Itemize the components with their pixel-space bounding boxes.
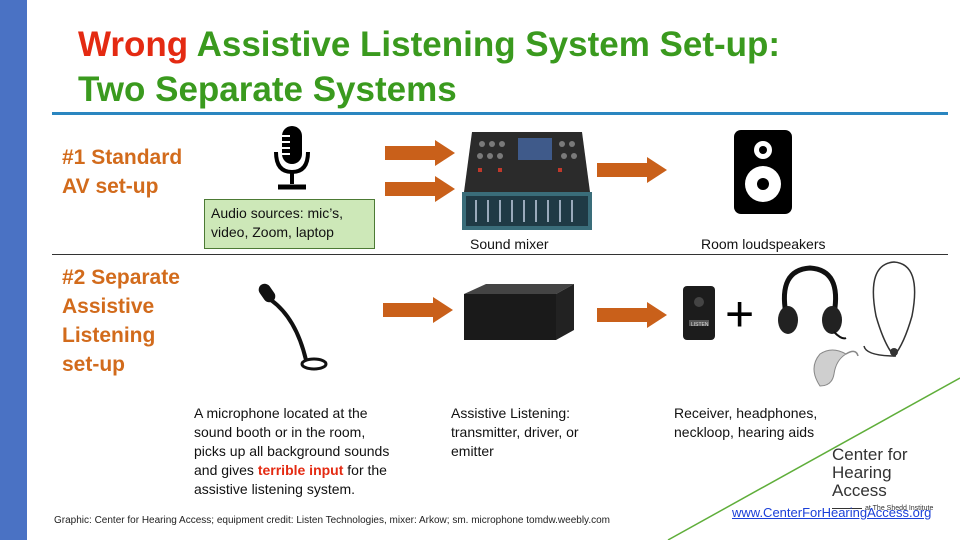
graphic-credit: Graphic: Center for Hearing Access; equi… [54, 515, 610, 526]
section2-label-line4: set-up [62, 353, 125, 376]
microphone-icon [274, 126, 310, 190]
neckloop-image [863, 261, 916, 358]
hearing-aid-image [813, 349, 859, 387]
gooseneck-microphone-icon [258, 283, 328, 371]
mic-caption-line4-pre: and gives [194, 462, 258, 478]
section2-label-line3: Listening [62, 324, 156, 347]
title-line1-text: Assistive Listening System Set-up: [188, 25, 781, 64]
receiver-caption-line2: neckloop, hearing aids [674, 424, 815, 440]
mic-caption-line4: and gives terrible input for the [194, 461, 389, 480]
arrow-transmitter-to-receiver [597, 302, 667, 328]
mic-caption-line1: A microphone located at the [194, 405, 368, 421]
receiver-caption-line1: Receiver, headphones, [674, 405, 818, 421]
receiver-image [683, 286, 715, 340]
mic-caption-line2: sound booth or in the room, [194, 424, 366, 440]
mic-caption: A microphone located at the sound booth … [194, 404, 389, 499]
slide-title: Wrong Assistive Listening System Set-up:… [78, 22, 780, 112]
audio-sources-box: Audio sources: mic’s, video, Zoom, lapto… [204, 199, 375, 249]
mic-caption-line3: picks up all background sounds [194, 443, 390, 459]
section2-label-line1: #2 Separate [62, 266, 180, 289]
title-line2-text: Two Separate Systems [78, 70, 457, 109]
title-wrong-word: Wrong [78, 25, 189, 64]
device-brand-label: LISTEN [691, 322, 709, 328]
transmitter-caption-line3: emitter [451, 443, 494, 459]
arrow-mic-to-mixer [385, 140, 455, 166]
mic-caption-line5: assistive listening system. [194, 481, 356, 497]
transmitter-image [464, 284, 574, 340]
headphones-image [778, 265, 847, 340]
mixer-caption: Sound mixer [470, 236, 549, 252]
sidebar-accent-bar [0, 0, 27, 540]
plus-sign: + [725, 286, 755, 342]
section-divider [52, 254, 948, 255]
section2-label: #2 Separate Assistive Listening set-up [62, 263, 180, 379]
logo-rule [832, 508, 862, 510]
logo-line1: Center for [832, 445, 908, 464]
terrible-input-highlight: terrible input [257, 462, 344, 478]
transmitter-caption: Assistive Listening: transmitter, driver… [451, 404, 579, 461]
audio-sources-line1: Audio sources: mic’s, [211, 205, 344, 221]
arrow-mixer-to-speakers [597, 157, 667, 183]
website-link[interactable]: www.CenterForHearingAccess.org [732, 505, 932, 520]
mic-caption-line4-post: for the [343, 462, 387, 478]
section1-label: #1 Standard AV set-up [62, 143, 182, 201]
title-underline [52, 112, 948, 115]
center-for-hearing-access-logo: Center for Hearing Access at The Shedd I… [832, 446, 947, 518]
transmitter-caption-line1: Assistive Listening: [451, 405, 571, 421]
section2-label-line2: Assistive [62, 295, 155, 318]
section1-label-line1: #1 Standard [62, 146, 183, 169]
transmitter-caption-line2: transmitter, driver, or [451, 424, 579, 440]
loudspeaker-icon [734, 130, 792, 214]
audio-sources-line2: video, Zoom, laptop [211, 224, 334, 240]
speakers-caption: Room loudspeakers [701, 236, 826, 252]
section1-label-line2: AV set-up [62, 175, 159, 198]
logo-line2: Hearing Access [832, 463, 892, 500]
arrow-sources-to-mixer [385, 176, 455, 202]
receiver-caption: Receiver, headphones, neckloop, hearing … [674, 404, 817, 442]
arrow-mic-to-transmitter [383, 297, 453, 323]
sound-mixer-image [462, 132, 592, 230]
logo-sub: at The Shedd Institute [865, 505, 934, 513]
